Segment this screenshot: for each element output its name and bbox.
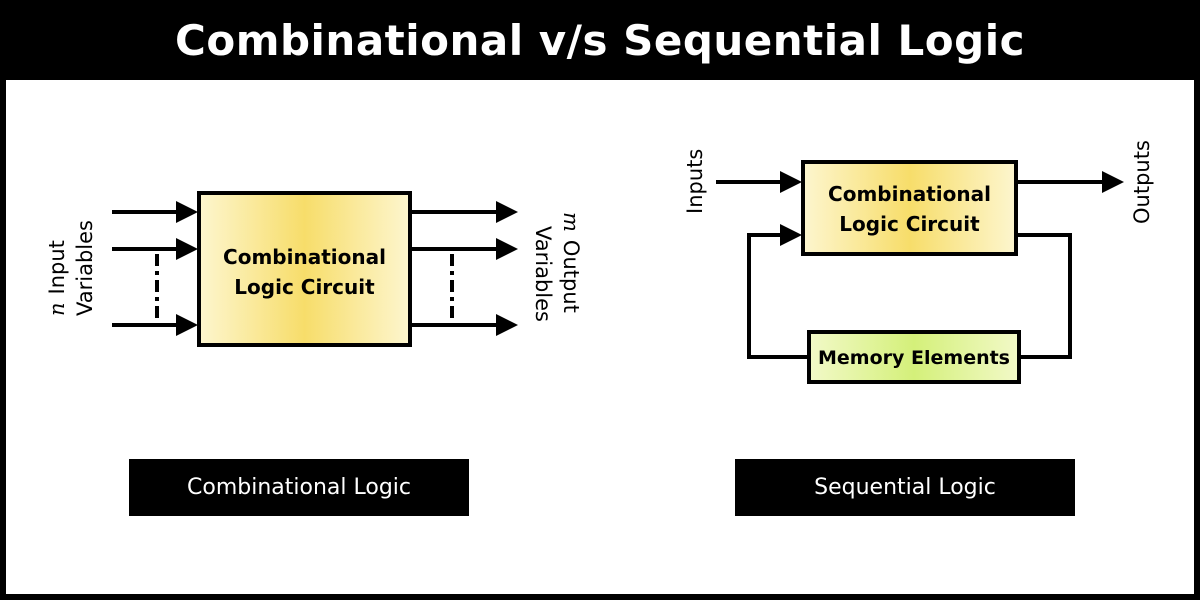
seq-block-label-line1: Combinational [828, 182, 991, 206]
feedback-line-to-block [747, 233, 807, 359]
seq-inputs-label: Inputs [683, 149, 707, 214]
seq-input-arrowhead [780, 171, 802, 193]
output-arrowhead-2 [496, 238, 518, 260]
seq-combinational-block [801, 160, 1018, 256]
input-arrowhead-n [176, 314, 198, 336]
input-variables-label-line1: nInput [45, 240, 69, 316]
caption-sequential: Sequential Logic [735, 459, 1075, 516]
output-variables-label-line2: Variables [531, 226, 555, 322]
input-arrowhead-1 [176, 201, 198, 223]
combinational-logic-block [197, 191, 412, 347]
input-arrowhead-2 [176, 238, 198, 260]
seq-output-arrowhead [1102, 171, 1124, 193]
seq-block-label-line2: Logic Circuit [839, 212, 980, 236]
feedback-arrowhead [780, 224, 802, 246]
memory-elements-block [807, 330, 1021, 384]
combinational-diagram: Combinational Logic Circuit nInput Varia… [45, 191, 583, 347]
sequential-diagram: Combinational Logic Circuit Memory Eleme… [683, 140, 1154, 384]
seq-outputs-label: Outputs [1130, 140, 1154, 224]
output-arrowhead-1 [496, 201, 518, 223]
feedback-line-to-memory [1018, 233, 1072, 359]
output-variables-label-line1: mOutput [559, 212, 583, 313]
memory-elements-label: Memory Elements [818, 347, 1010, 369]
block-label-line2: Logic Circuit [234, 275, 375, 299]
figure-title: Combinational v/s Sequential Logic [175, 15, 1025, 65]
input-variables-label-line2: Variables [73, 220, 97, 316]
caption-combinational: Combinational Logic [129, 459, 469, 516]
block-label-line1: Combinational [223, 245, 386, 269]
output-arrowhead-m [496, 314, 518, 336]
